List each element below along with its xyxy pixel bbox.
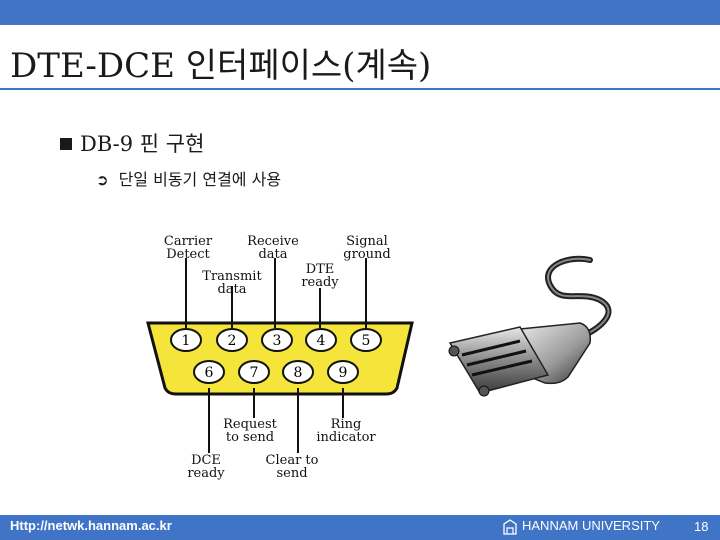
pin-row-bottom: 6 7 8 9 bbox=[193, 360, 359, 384]
pin-5: 5 bbox=[362, 333, 371, 349]
footer-university: HANNAM UNIVERSITY bbox=[522, 518, 660, 533]
title-divider bbox=[0, 88, 720, 90]
label-carrier-detect-2: Detect bbox=[166, 247, 210, 262]
label-carrier-detect-1: Carrier bbox=[164, 234, 213, 249]
label-ring-indicator-1: Ring bbox=[331, 417, 362, 432]
footer-bar: Http://netwk.hannam.ac.kr HANNAM UNIVERS… bbox=[0, 515, 720, 540]
label-request-to-send-2: to send bbox=[226, 430, 274, 445]
label-transmit-data-2: data bbox=[217, 282, 246, 297]
label-transmit-data-1: Transmit bbox=[202, 269, 262, 284]
label-receive-data-2: data bbox=[258, 247, 287, 262]
label-ring-indicator-2: indicator bbox=[316, 430, 376, 445]
slide-title: DTE-DCE 인터페이스(계속) bbox=[10, 46, 432, 86]
page-number: 18 bbox=[694, 519, 709, 534]
pin-2: 2 bbox=[228, 333, 237, 349]
pin-row-top: 1 2 3 4 5 bbox=[170, 328, 382, 352]
university-logo-icon bbox=[503, 519, 517, 535]
bullet-level1: DB-9 핀 구현 bbox=[60, 128, 204, 158]
label-dte-ready-2: ready bbox=[301, 275, 339, 290]
db9-pinout-diagram: 1 2 3 4 5 6 7 8 9 Carrier Detect Receive… bbox=[146, 234, 414, 481]
label-receive-data-1: Receive bbox=[247, 234, 299, 249]
pin-1: 1 bbox=[182, 333, 191, 349]
footer-university-text: HANNAM UNIVERSITY bbox=[522, 518, 660, 533]
bullet-level2-text: 단일 비동기 연결에 사용 bbox=[118, 170, 282, 189]
bullet-level1-text: DB-9 핀 구현 bbox=[80, 132, 205, 156]
bullet-level2: ➲ 단일 비동기 연결에 사용 bbox=[96, 166, 281, 190]
top-banner bbox=[0, 0, 720, 25]
label-clear-to-send-1: Clear to bbox=[266, 453, 319, 468]
label-request-to-send-1: Request bbox=[223, 417, 278, 432]
label-clear-to-send-2: send bbox=[276, 466, 307, 481]
label-dce-ready-2: ready bbox=[187, 466, 225, 481]
pin-6: 6 bbox=[205, 365, 214, 381]
label-dte-ready-1: DTE bbox=[306, 262, 335, 277]
serial-cable-image bbox=[448, 255, 612, 397]
arrow-bullet-icon: ➲ bbox=[96, 171, 109, 189]
pin-3: 3 bbox=[273, 333, 282, 349]
pin-4: 4 bbox=[317, 333, 326, 349]
pin-8: 8 bbox=[294, 365, 303, 381]
square-bullet-icon bbox=[60, 138, 72, 150]
pin-7: 7 bbox=[250, 365, 259, 381]
footer-url: Http://netwk.hannam.ac.kr bbox=[10, 518, 172, 533]
label-signal-ground-2: ground bbox=[343, 247, 390, 262]
label-dce-ready-1: DCE bbox=[191, 453, 221, 468]
label-signal-ground-1: Signal bbox=[346, 234, 388, 249]
pin-9: 9 bbox=[339, 365, 348, 381]
